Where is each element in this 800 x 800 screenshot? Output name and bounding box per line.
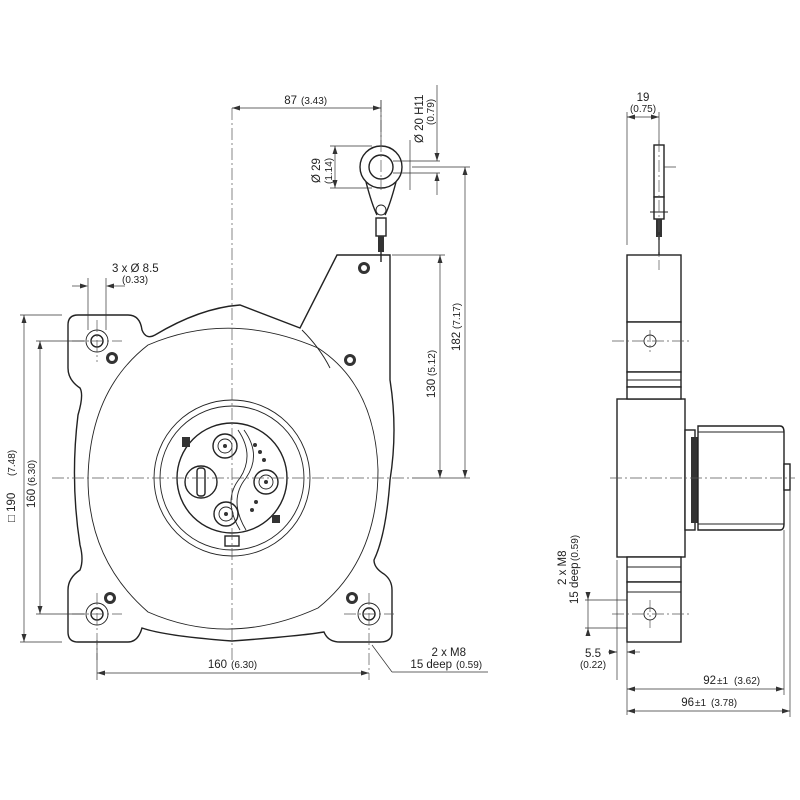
label-m8-side-1: 2 x M8	[557, 550, 569, 585]
connector-top	[212, 433, 238, 459]
label-d190-inch: (7.48)	[7, 450, 18, 476]
label-d130-inch: (5.12)	[427, 350, 438, 376]
label-19-inch: (0.75)	[630, 104, 656, 115]
connector-bottom	[213, 501, 239, 527]
label-m8-front-1: 2 x M8	[431, 647, 466, 659]
label-d190: □ 190	[6, 493, 18, 522]
connector-right	[253, 469, 279, 495]
label-d55: 5.5	[585, 648, 601, 660]
label-d55-inch: (0.22)	[580, 660, 606, 671]
side-housing-upper	[626, 254, 682, 323]
dimension-labels: 87 (3.43) Ø 20 H11 (0.79) Ø 29 (1.14) 19…	[6, 92, 760, 709]
label-d182-inch: (7.17)	[452, 303, 463, 329]
label-d96-inch: (3.78)	[711, 698, 737, 709]
label-d160h: 160	[208, 659, 227, 671]
label-d160v: 160	[26, 489, 38, 508]
label-d92-tol: ±1	[717, 676, 728, 687]
label-19: 19	[637, 92, 650, 104]
label-m8-front-inch: (0.59)	[456, 660, 482, 671]
label-d130: 130	[426, 379, 438, 398]
cable-gland	[184, 465, 218, 499]
label-d182: 182	[451, 332, 463, 351]
side-mount-foot	[626, 581, 682, 643]
label-d160h-inch: (6.30)	[231, 660, 257, 671]
thread-hole-upper	[344, 262, 370, 366]
label-87-inch: (3.43)	[301, 96, 327, 107]
label-d96-tol: ±1	[695, 698, 706, 709]
label-d20h11: Ø 20 H11	[414, 95, 426, 143]
label-m8-front-2: 15 deep	[410, 659, 452, 671]
front-view	[52, 100, 412, 680]
label-holes-inch: (0.33)	[122, 275, 148, 286]
label-87: 87	[284, 95, 297, 107]
label-m8-side-inch: (0.59)	[570, 535, 581, 561]
front-dimensions	[20, 85, 488, 680]
label-d29: Ø 29	[311, 158, 323, 183]
label-holes: 3 x Ø 8.5	[112, 263, 159, 275]
label-d96: 96	[681, 697, 694, 709]
side-dimensions	[585, 112, 791, 717]
label-d20h11-inch: (0.79)	[426, 99, 437, 125]
base-plate-outline	[67, 254, 395, 643]
label-m8-side-2: 15 deep	[569, 562, 581, 604]
label-d160v-inch: (6.30)	[27, 460, 38, 486]
label-d92-inch: (3.62)	[734, 676, 760, 687]
side-view	[610, 140, 795, 643]
label-d29-inch: (1.14)	[324, 158, 335, 184]
arm-edge	[301, 329, 331, 369]
label-d92: 92	[703, 675, 716, 687]
